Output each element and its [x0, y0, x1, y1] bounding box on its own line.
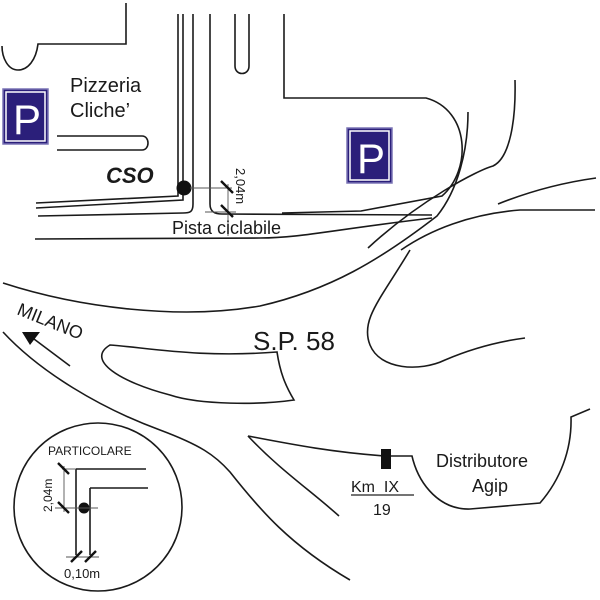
- branch-right-lower: [400, 209, 595, 251]
- dimension-label: 2,04m: [233, 168, 248, 204]
- cso-label: CSO: [106, 163, 154, 188]
- street-vertical-1: [35, 14, 179, 204]
- dimension-tick: [220, 204, 234, 218]
- lower-road-diagonal: [247, 408, 591, 510]
- pizzeria-label: Cliche’: [70, 100, 130, 122]
- road-label: S.P. 58: [253, 326, 335, 356]
- inset-tick: [70, 550, 83, 563]
- main-road-right: [367, 79, 516, 249]
- street-vertical-3: [37, 14, 194, 217]
- inset-tick: [57, 462, 70, 475]
- street-loop: [234, 14, 250, 75]
- dimension-tick: [220, 180, 234, 194]
- pizzeria-label: Pizzeria: [70, 75, 142, 97]
- building-outline-top-left: [1, 3, 127, 71]
- pizzeria-driveway: [57, 135, 149, 151]
- bike-path-line: [34, 217, 433, 240]
- cso-location-marker: [176, 180, 192, 196]
- km-marker-number: 19: [373, 502, 391, 519]
- inset-tick: [57, 501, 70, 514]
- inset-dimension-horizontal: 0,10m: [64, 566, 100, 581]
- km-marker-label: Km IX: [351, 479, 399, 496]
- traffic-island: [101, 344, 296, 405]
- curve-right: [366, 249, 526, 368]
- inset-title: PARTICOLARE: [48, 444, 132, 458]
- inset-tick: [84, 550, 97, 563]
- parking-icon: P: [357, 135, 385, 182]
- milano-arrow-icon: [22, 332, 40, 345]
- street-vertical-2: [35, 14, 184, 209]
- parking-sign-left: P: [2, 88, 49, 145]
- inset-dimension-vertical: 2,04m: [41, 479, 55, 512]
- parking-building-outline: [281, 14, 463, 214]
- parking-sign-right: P: [346, 127, 393, 184]
- km-marker-post: [381, 449, 391, 469]
- station-label: Agip: [472, 476, 508, 496]
- inset-circle: [13, 422, 183, 592]
- detail-inset: [13, 422, 183, 592]
- station-label: Distributore: [436, 451, 528, 471]
- lower-road-inner: [247, 435, 340, 517]
- parking-icon: P: [13, 96, 41, 143]
- branch-right-upper: [497, 177, 597, 205]
- milano-road-lower: [2, 331, 351, 581]
- bike-path-label: Pista ciclabile: [172, 218, 281, 238]
- milano-arrow-shaft: [29, 335, 71, 367]
